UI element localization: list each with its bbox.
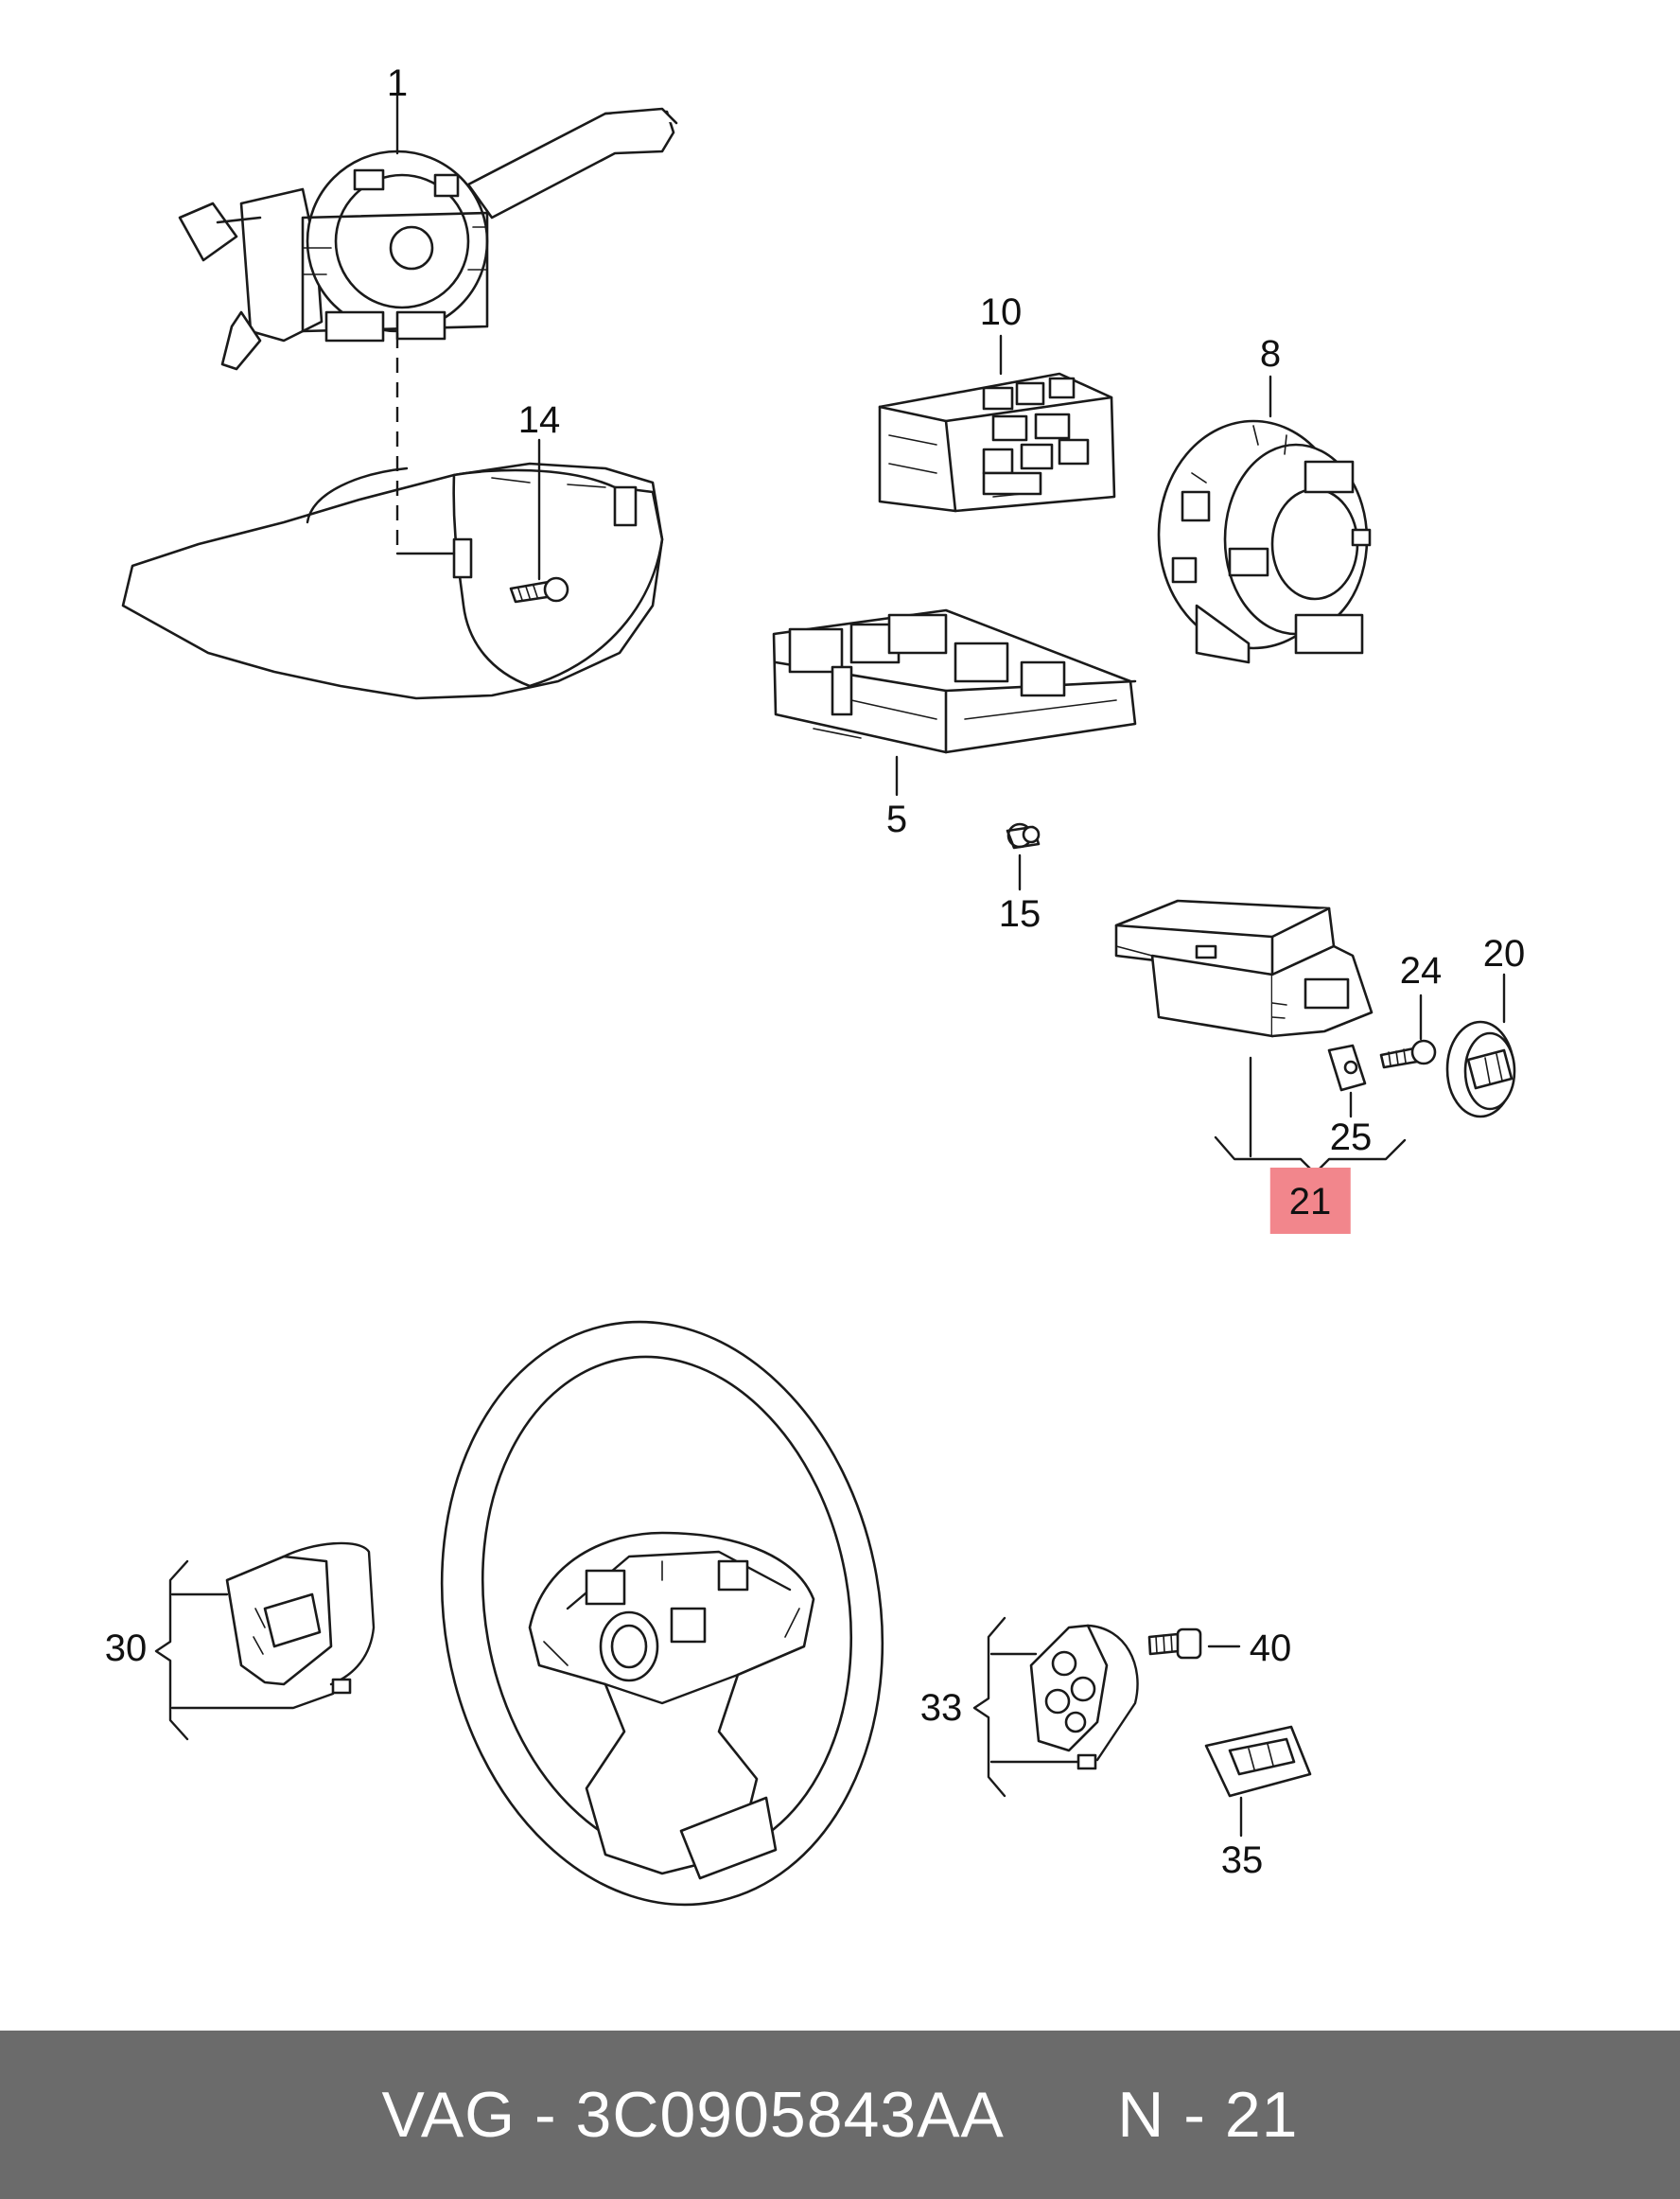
part-33-switch-right	[1029, 1624, 1139, 1770]
label-10: 10	[979, 291, 1023, 333]
footer-bar: VAG - 3C0905843AA N - 21	[0, 2031, 1680, 2199]
footer-brand: VAG	[381, 2079, 516, 2151]
label-24: 24	[1399, 950, 1443, 992]
label-20: 20	[1482, 933, 1526, 975]
part-20-cover	[1445, 1020, 1516, 1118]
steering-column-shroud	[121, 462, 664, 700]
part-10-control-block	[878, 372, 1116, 513]
label-15: 15	[998, 893, 1041, 935]
label-25: 25	[1329, 1117, 1373, 1158]
label-40: 40	[1249, 1627, 1292, 1669]
part-24-screw	[1379, 1039, 1437, 1069]
part-30-switch-left	[225, 1541, 376, 1695]
bracket-30	[154, 1559, 189, 1741]
label-33: 33	[919, 1687, 963, 1729]
label-30: 30	[104, 1627, 148, 1669]
label-35: 35	[1220, 1839, 1264, 1881]
label-21-highlighted: 21	[1269, 1168, 1351, 1234]
label-5: 5	[885, 799, 908, 840]
footer-separator: -	[534, 2079, 557, 2151]
part-14-screw	[509, 576, 569, 604]
footer-caption: VAG - 3C0905843AA N - 21	[0, 2031, 1680, 2199]
footer-part-number: 3C0905843AA	[575, 2079, 1005, 2151]
part-35-switch-block	[1204, 1725, 1312, 1798]
footer-position-label: N - 21	[1117, 2079, 1299, 2151]
exploded-parts-drawing	[121, 93, 1516, 1907]
part-15-screw	[1006, 822, 1041, 850]
label-1: 1	[386, 62, 409, 104]
label-14: 14	[517, 399, 561, 441]
steering-wheel	[440, 1320, 884, 1907]
part-8-clock-spring	[1157, 419, 1372, 664]
part-5-control-unit	[772, 608, 1137, 754]
part-21-control-module	[1114, 899, 1374, 1038]
part-1-combination-switch	[178, 107, 678, 371]
part-40-bolt	[1147, 1627, 1202, 1660]
bracket-33	[972, 1616, 1006, 1798]
part-25-clip-nut	[1327, 1044, 1367, 1092]
label-8: 8	[1259, 333, 1282, 375]
